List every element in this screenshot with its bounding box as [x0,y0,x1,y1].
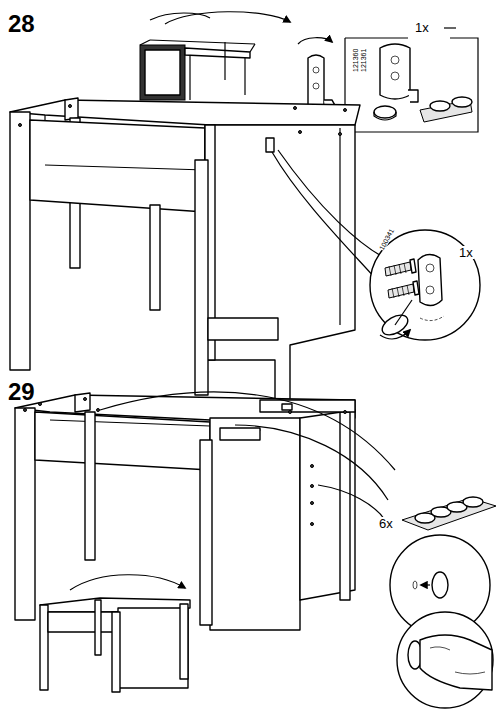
quantity: 1x [414,21,430,34]
quantity: 1x [458,246,474,259]
part-number: 121360 [352,49,359,72]
step-number: 28 [8,12,35,36]
step-number: 29 [8,380,35,404]
leader-line [278,150,385,258]
desk-frame [10,98,360,400]
part-number: 121361 [360,49,367,72]
quantity: 6x [378,517,394,530]
detail-zoom [397,612,493,708]
rotate-icon [140,12,290,100]
pad-sheet [402,497,496,530]
parts-box [345,28,478,132]
leader-line [272,152,375,278]
leader-line [100,392,395,470]
desk-frame [15,393,355,630]
leader-line [235,425,388,500]
part-number: 100341 [378,227,395,251]
rotate-icon [40,575,190,692]
leader-line [318,485,385,520]
